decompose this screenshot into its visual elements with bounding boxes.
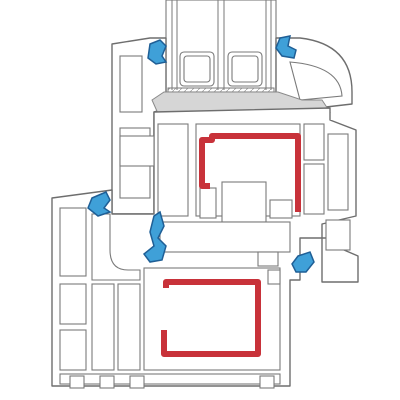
frame-chamber (221, 181, 267, 223)
hardware-groove (257, 251, 281, 285)
frame-chamber (199, 187, 217, 219)
frame-seal-inner (291, 251, 315, 273)
glazing-unit (165, 0, 277, 103)
frame-chamber (159, 221, 291, 253)
frame-chamber (303, 163, 325, 215)
outer-frame-chamber (59, 329, 87, 371)
outer-frame-chamber (91, 213, 141, 281)
frame-chamber (269, 199, 293, 219)
frame-chamber (325, 219, 351, 251)
outer-frame-chamber (117, 283, 141, 371)
groove (257, 251, 279, 267)
frame-chamber (303, 123, 325, 161)
outer-frame-chamber (91, 283, 115, 371)
foot (99, 375, 115, 389)
sash-seal-outer (147, 39, 168, 65)
outer-frame-chamber (59, 283, 87, 325)
frame-seal-outer (87, 191, 112, 217)
foot (259, 375, 275, 389)
frame-chamber (327, 133, 349, 211)
steel-reinforcements (161, 133, 301, 357)
frame-base (59, 373, 281, 385)
steel-reinforcement-lower (161, 279, 261, 357)
gaskets (87, 35, 315, 273)
steel-reinforcement-upper (199, 133, 301, 212)
foot (129, 375, 145, 389)
spacer-bar-right-inner (231, 55, 259, 83)
sash-seal-inner (275, 35, 297, 59)
foot (69, 375, 85, 389)
bead-chamber (289, 61, 343, 101)
spacer-bar-left-inner (183, 55, 211, 83)
sash-chamber (119, 55, 143, 113)
groove (267, 269, 281, 285)
frame-chamber (119, 135, 155, 167)
centre-seal (142, 210, 167, 263)
frame-chamber (157, 123, 189, 217)
outer-frame-chamber (59, 207, 87, 277)
